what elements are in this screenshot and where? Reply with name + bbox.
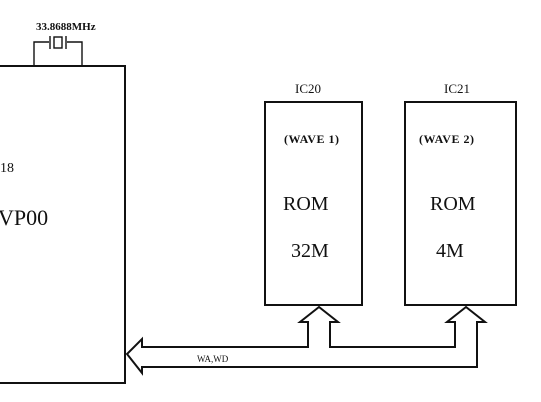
rom-ic21: IC21 (WAVE 2) ROM 4M: [404, 81, 517, 306]
address-data-bus: WA,WD: [125, 305, 488, 376]
crystal-oscillator: 33.8688MHz: [33, 21, 96, 66]
ic21-label: IC21: [444, 81, 470, 96]
ic20-label: IC20: [295, 81, 321, 96]
main-chip-outline: [0, 65, 126, 384]
crystal-lead-left: [33, 41, 49, 66]
main-chip-name: VP00: [0, 205, 48, 230]
ic20-box: [264, 101, 363, 306]
ic21-wave: (WAVE 2): [419, 132, 474, 146]
ic21-type: ROM: [430, 193, 476, 215]
bus-label: WA,WD: [197, 354, 229, 364]
bus-channel-outline: [125, 305, 488, 376]
ic20-type: ROM: [283, 193, 329, 215]
ic21-box: [404, 101, 517, 306]
crystal-lead-right: [67, 41, 83, 66]
rom-ic20: IC20 (WAVE 1) ROM 32M: [264, 81, 363, 306]
crystal-body: [53, 36, 63, 49]
main-chip-label: 18: [0, 161, 14, 176]
crystal-label: 33.8688MHz: [36, 21, 96, 33]
ic20-size: 32M: [291, 240, 329, 262]
ic20-wave: (WAVE 1): [284, 132, 339, 146]
main-chip: 18 VP00: [0, 65, 126, 384]
ic21-size: 4M: [436, 240, 464, 262]
